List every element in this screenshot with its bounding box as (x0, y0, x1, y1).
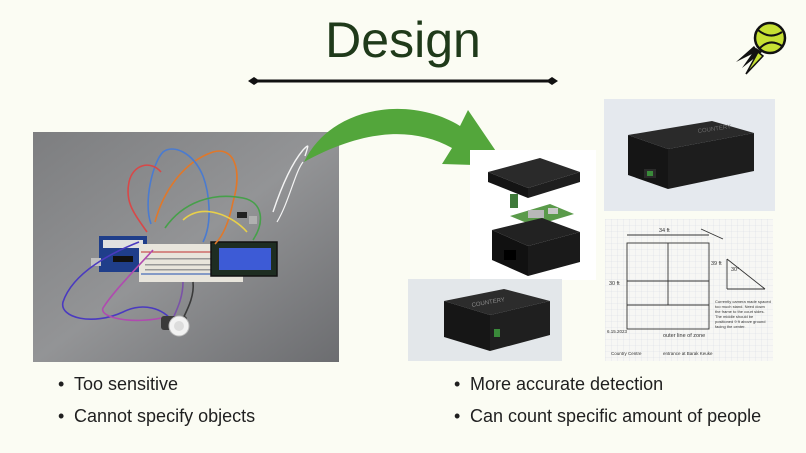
problems-list: Too sensitive Cannot specify objects (58, 368, 255, 432)
sketch-note-bottom: outer line of zone (663, 333, 705, 339)
sketch-caption-right: entrance at Barak Keuke (663, 351, 713, 356)
enclosure-render-top: COUNTERY (604, 99, 775, 211)
list-item: More accurate detection (454, 368, 761, 400)
box-label: COUNTERY (697, 124, 731, 135)
title-divider (248, 77, 558, 85)
improvements-list: More accurate detection Can count specif… (454, 368, 761, 432)
sketch-notes: Currently camera made spaced too much st… (715, 299, 771, 329)
box-label-bottom: COUNTERY (471, 297, 505, 309)
curved-arrow-icon (304, 108, 506, 166)
prototype-photo (33, 132, 339, 362)
sketch-date: 6.15.2023 (607, 329, 628, 334)
tennis-ball-icon (736, 21, 787, 75)
list-item: Cannot specify objects (58, 400, 255, 432)
sketch-height-label: 39 ft (711, 261, 722, 267)
list-item: Too sensitive (58, 368, 255, 400)
sketch-angle-label: 30° (731, 267, 739, 273)
slide-title: Design (325, 12, 481, 68)
sketch-caption-left: Country Centre (611, 351, 642, 356)
list-item: Can count specific amount of people (454, 400, 761, 432)
court-sketch-image: 34 ft 39 ft 30 ft 30° outer line of zone… (605, 219, 773, 361)
exploded-enclosure-render (470, 150, 596, 280)
sketch-left-label: 30 ft (609, 281, 620, 287)
sketch-width-label: 34 ft (659, 228, 670, 234)
enclosure-render-bottom: COUNTERY (408, 279, 562, 361)
